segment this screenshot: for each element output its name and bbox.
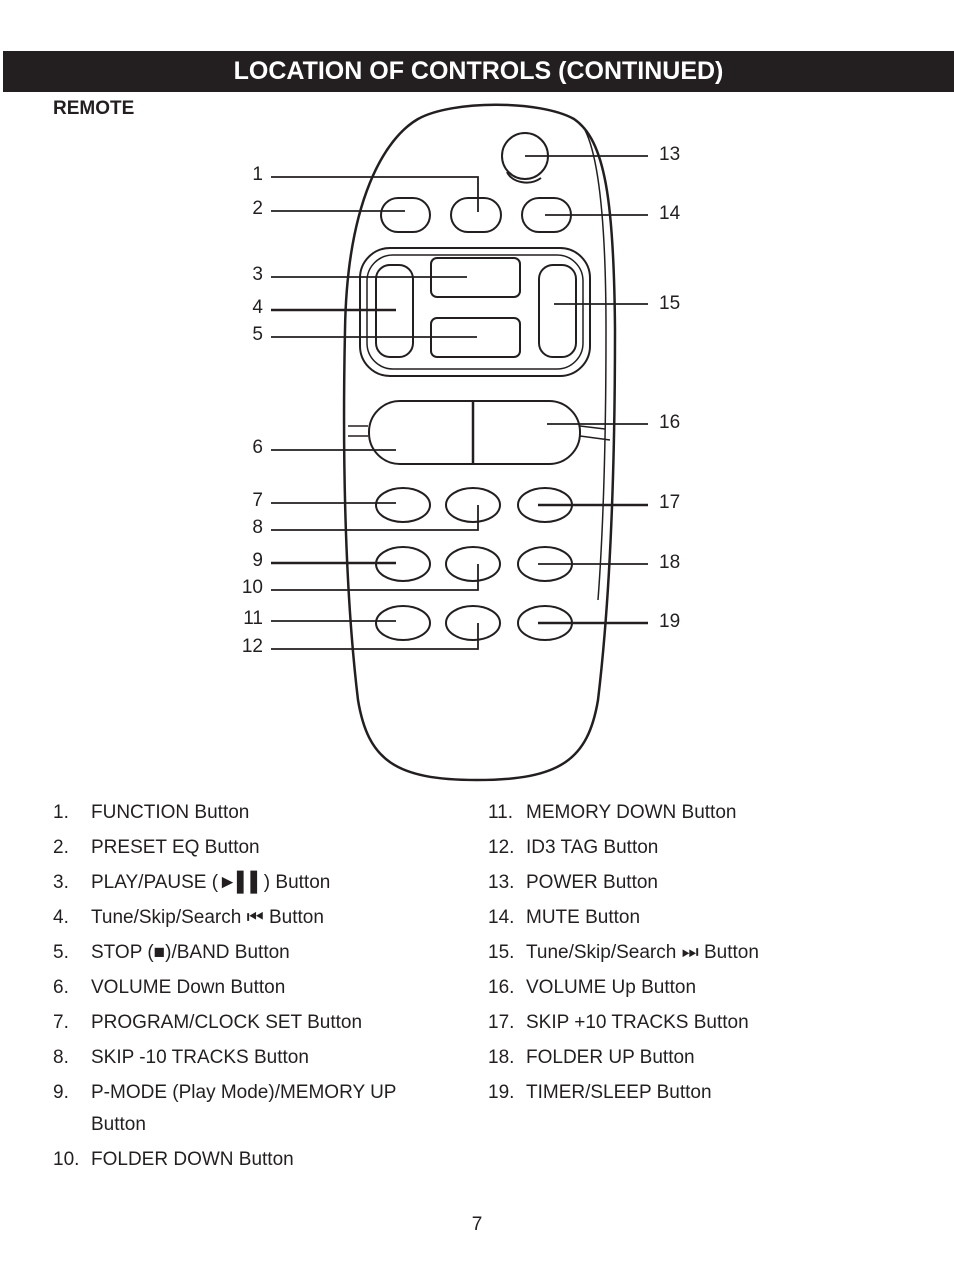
controls-list-left: 1.FUNCTION Button 2.PRESET EQ Button 3.P… (53, 797, 463, 1179)
list-item: 19.TIMER/SLEEP Button (488, 1082, 712, 1103)
callout-18: 18 (659, 552, 681, 573)
callout-10: 10 (241, 577, 263, 598)
callout-3: 3 (252, 264, 263, 285)
callout-17: 17 (659, 492, 681, 513)
list-item: 7.PROGRAM/CLOCK SET Button (53, 1012, 363, 1033)
folder-down-button-shape (445, 546, 501, 582)
program-clock-button-shape (375, 487, 431, 523)
callout-11: 11 (243, 608, 263, 629)
page-number: 7 (471, 1214, 483, 1235)
volume-bar-shape (368, 400, 581, 465)
list-item: 14.MUTE Button (488, 907, 641, 928)
callout-lines (271, 155, 648, 650)
list-item: 5.STOP (■)/BAND Button (53, 942, 290, 963)
function-button-shape (380, 197, 431, 233)
controls-list-right: 11.MEMORY DOWN Button 12.ID3 TAG Button … (488, 797, 908, 1112)
list-item: 9.P-MODE (Play Mode)/MEMORY UP Button (53, 1082, 397, 1135)
list-item: 12.ID3 TAG Button (488, 837, 659, 858)
list-item: 8.SKIP -10 TRACKS Button (53, 1047, 309, 1068)
list-item: 13.POWER Button (488, 872, 658, 893)
remote-body-outline (342, 103, 617, 782)
page-title-banner: LOCATION OF CONTROLS (CONTINUED) (3, 51, 954, 92)
skip-minus-ten-button-shape (445, 487, 501, 523)
callout-19: 19 (659, 611, 681, 632)
id3-tag-button-shape (445, 605, 501, 641)
list-item: 1.FUNCTION Button (53, 802, 250, 823)
callout-14: 14 (659, 203, 681, 224)
list-item: 6.VOLUME Down Button (53, 977, 286, 998)
list-item: 18.FOLDER UP Button (488, 1047, 695, 1068)
list-item: 10.FOLDER DOWN Button (53, 1149, 294, 1170)
remote-body-inner-line (584, 129, 607, 601)
list-item: 4.Tune/Skip/Search ⏮ Button (53, 907, 324, 928)
list-item: 11.MEMORY DOWN Button (488, 802, 737, 823)
callout-8: 8 (252, 517, 263, 538)
tune-forward-button-shape (538, 264, 577, 358)
list-item: 2.PRESET EQ Button (53, 837, 260, 858)
callout-16: 16 (659, 412, 681, 433)
page-title: LOCATION OF CONTROLS (CONTINUED) (233, 57, 724, 85)
callout-13: 13 (659, 144, 681, 165)
memory-down-button-shape (375, 605, 431, 641)
nav-cluster-frame (359, 247, 591, 377)
callout-6: 6 (252, 437, 263, 458)
callout-7: 7 (252, 490, 263, 511)
callout-4: 4 (252, 297, 263, 318)
callout-9: 9 (252, 550, 263, 571)
callout-2: 2 (252, 198, 263, 219)
callout-5: 5 (252, 324, 263, 345)
preset-eq-button-shape (450, 197, 502, 233)
list-item: 15.Tune/Skip/Search ⏭ Button (488, 942, 759, 963)
callout-12: 12 (241, 636, 263, 657)
list-item: 3.PLAY/PAUSE (►▌▌) Button (53, 872, 331, 893)
list-item: 16.VOLUME Up Button (488, 977, 697, 998)
section-title: REMOTE (53, 98, 135, 119)
list-item: 17.SKIP +10 TRACKS Button (488, 1012, 749, 1033)
callout-15: 15 (659, 293, 681, 314)
callout-1: 1 (252, 164, 263, 185)
